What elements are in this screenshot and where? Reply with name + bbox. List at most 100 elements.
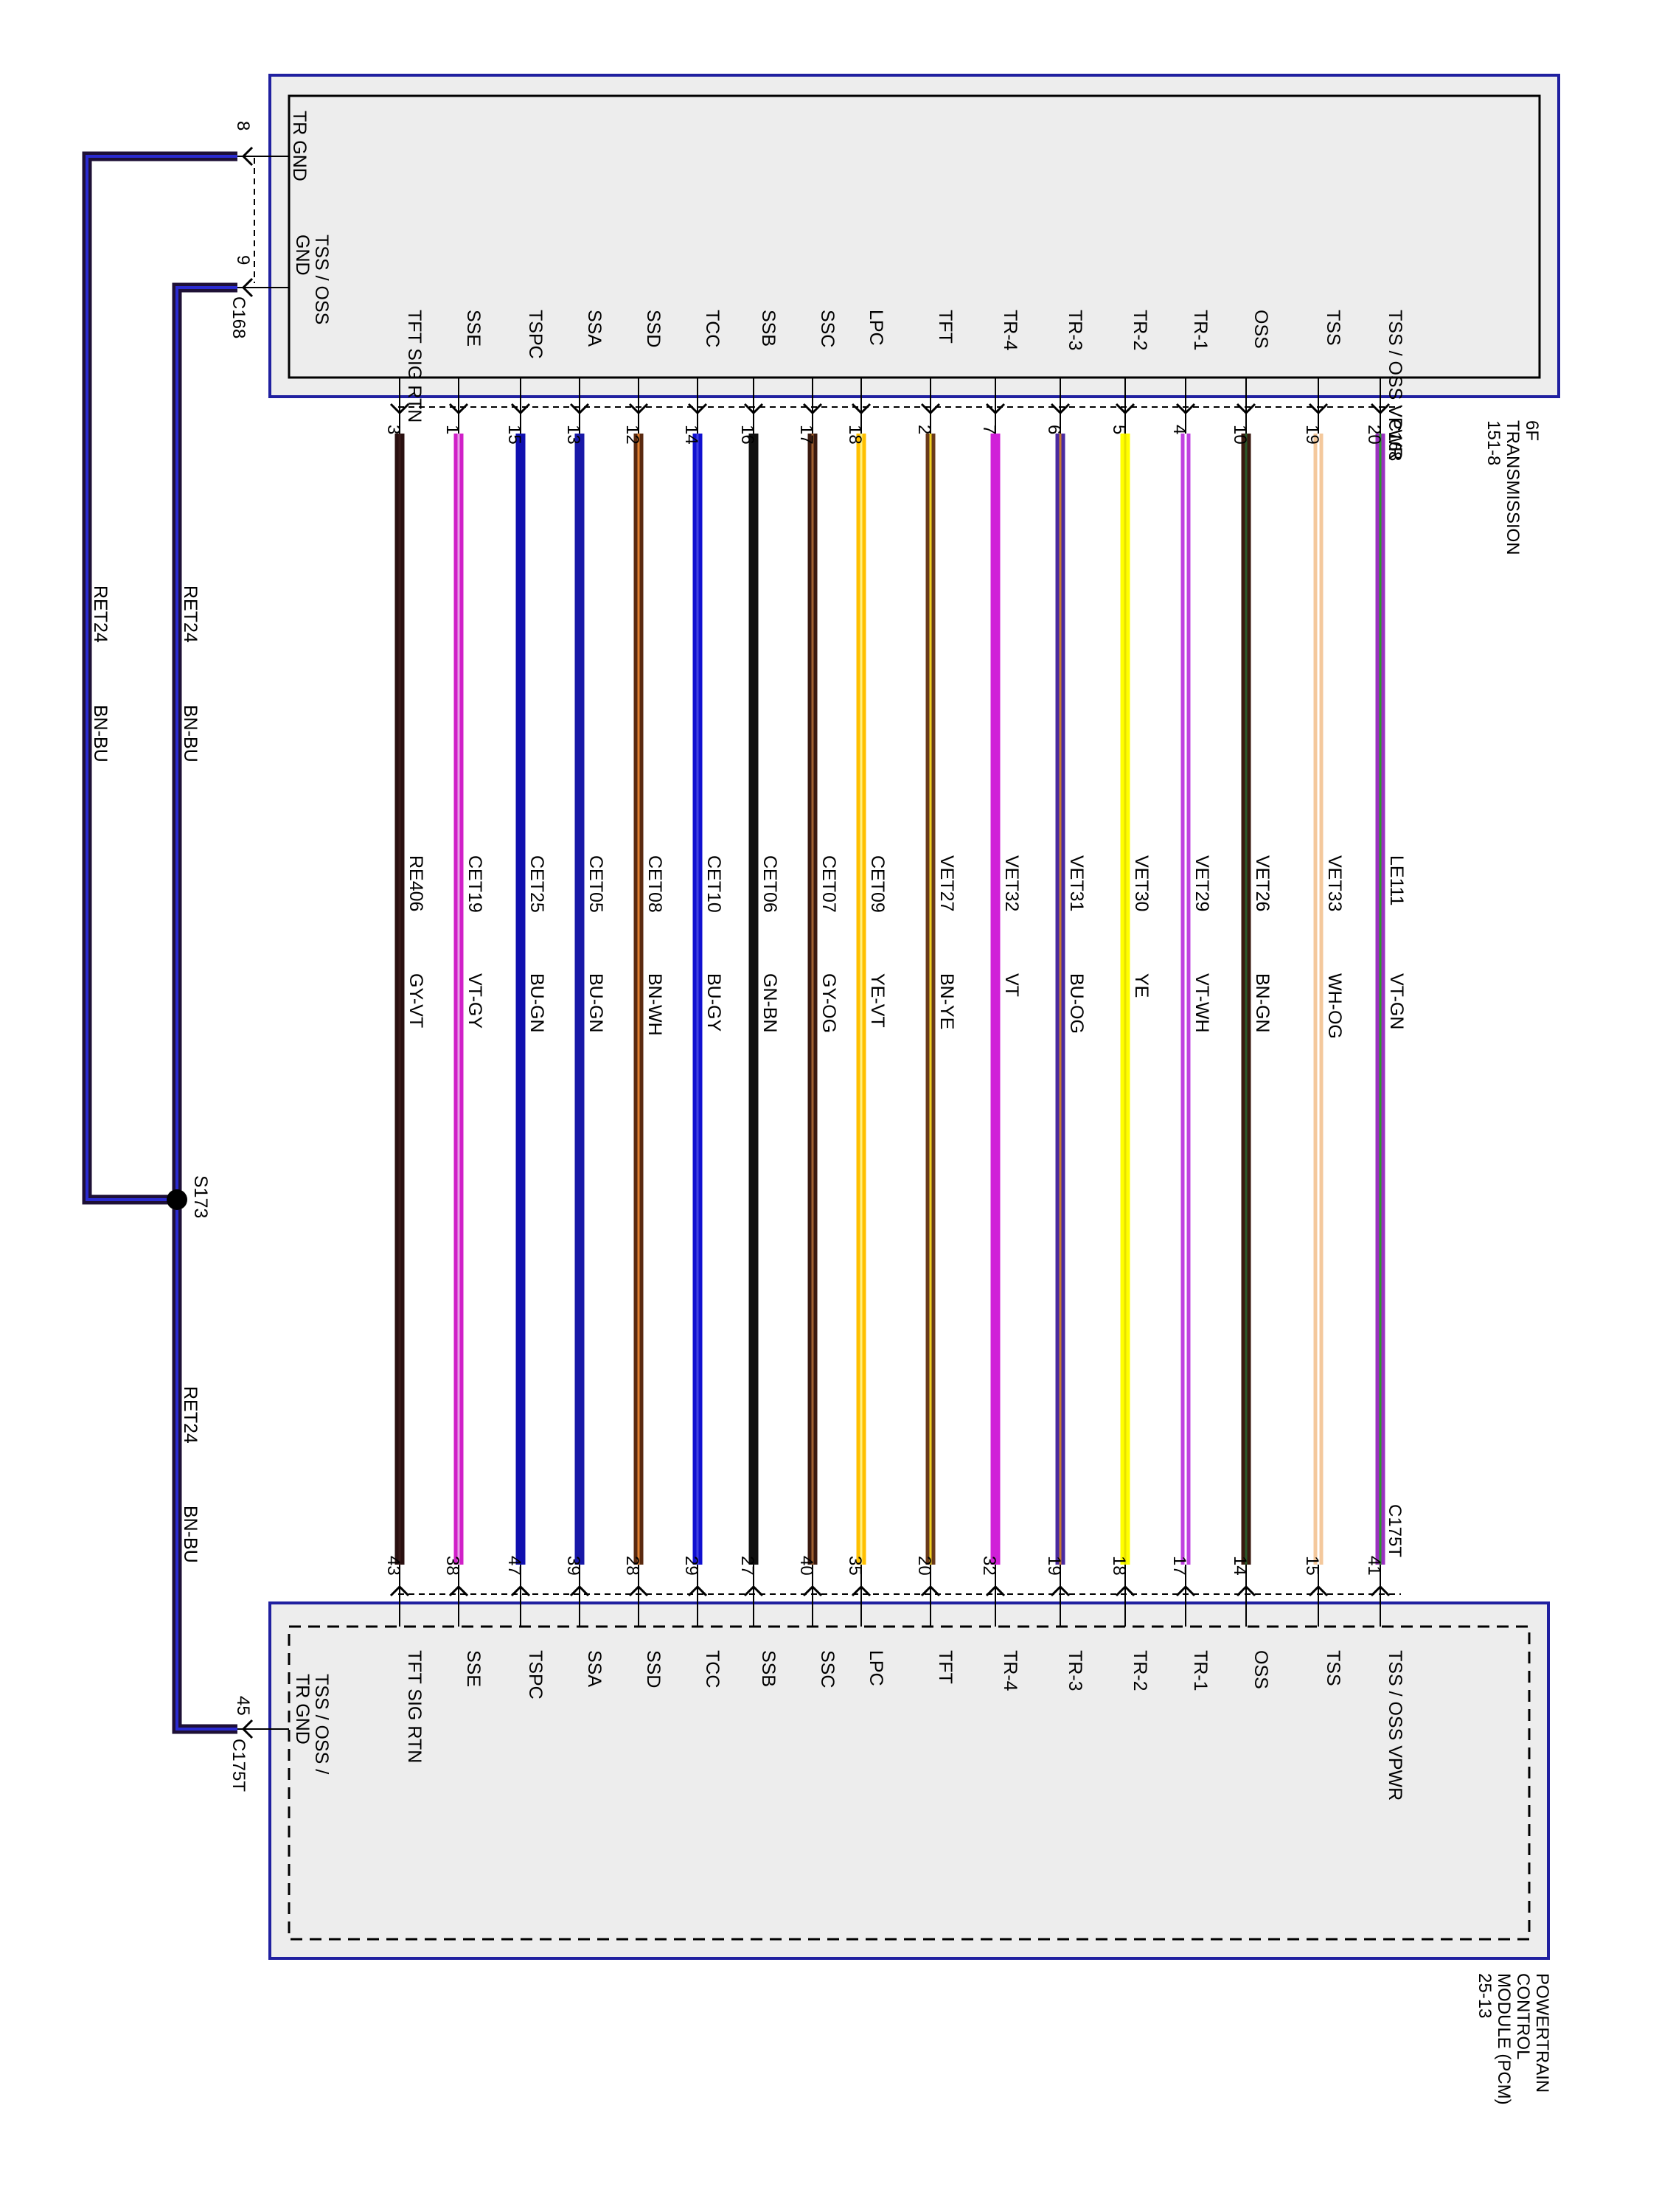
trans-terminal-chevron xyxy=(1236,403,1256,415)
trans-pin-number: 3 xyxy=(383,425,403,434)
splice-s173-label: S173 xyxy=(190,1175,211,1218)
trans-pin-number: 13 xyxy=(563,425,583,445)
trans-terminal-chevron xyxy=(743,403,764,415)
trans-pin-number: 6 xyxy=(1044,425,1064,434)
pcm-terminal-chevron xyxy=(851,1585,872,1597)
trans-terminal-chevron xyxy=(389,403,410,415)
pcm-terminal-chevron xyxy=(569,1585,590,1597)
trans-pin-number: 14 xyxy=(681,425,701,445)
pcm-signal-label: OSS xyxy=(1251,1650,1271,1689)
pcm-name-line3: MODULE (PCM) xyxy=(1494,1973,1514,2105)
trans-signal-label: SSE xyxy=(463,310,484,347)
pcm-signal-label: TR-4 xyxy=(1000,1650,1020,1691)
wire-color-code: GY-OG xyxy=(818,973,839,1033)
pcm-signal-label: TR-1 xyxy=(1190,1650,1211,1691)
pcm-pin-number: 47 xyxy=(504,1556,524,1576)
pcm-pin-number: 32 xyxy=(979,1556,999,1576)
ground-color-upper-right: BN-BU xyxy=(180,705,201,762)
pcm-signal-label: SSD xyxy=(643,1650,664,1688)
pcm-pin-number: 38 xyxy=(442,1556,462,1576)
trans-pin-number: 17 xyxy=(796,425,816,445)
pcm-pin-number: 41 xyxy=(1364,1556,1384,1576)
trans-terminal-chevron xyxy=(510,403,531,415)
transmission-name-line1: 6F xyxy=(1522,420,1542,441)
trans-signal-label: SSB xyxy=(758,310,779,347)
wire-circuit-label: CET07 xyxy=(818,855,839,913)
wire-color-code: VT-GY xyxy=(465,973,485,1029)
wire-circuit-label: VET29 xyxy=(1192,855,1212,911)
c175t-connector-label: C175T xyxy=(1385,1504,1405,1557)
pcm-terminal-chevron xyxy=(628,1585,649,1597)
trans-terminal-chevron xyxy=(920,403,941,415)
wire-color-code: WH-OG xyxy=(1324,973,1345,1039)
pcm-terminal-chevron xyxy=(1050,1585,1071,1597)
trans-pin-number: 7 xyxy=(979,425,999,434)
pcm-pin-number: 35 xyxy=(845,1556,865,1576)
pcm-signal-label: TFT xyxy=(935,1650,956,1684)
pcm-terminal-chevron xyxy=(802,1585,823,1597)
pcm-terminal-chevron xyxy=(1308,1585,1329,1597)
trans-terminal-chevron xyxy=(851,403,872,415)
wire-color-code: BU-GN xyxy=(526,973,547,1033)
pcm-signal-label: TSPC xyxy=(525,1650,546,1700)
pcm-signal-label: TR-3 xyxy=(1065,1650,1085,1691)
trans-signal-label: TCC xyxy=(702,310,723,347)
wire-circuit-label: CET19 xyxy=(465,855,485,913)
pcm-signal-label: TCC xyxy=(702,1650,723,1688)
trans-pin-number: 10 xyxy=(1230,425,1250,445)
trans-pin-number: 4 xyxy=(1169,425,1189,434)
trans-signal-label: TFT xyxy=(935,310,956,344)
trans-terminal-chevron xyxy=(687,403,708,415)
trans-terminal-chevron xyxy=(628,403,649,415)
pcm-pin-number: 17 xyxy=(1169,1556,1189,1576)
wire-color-code: BN-GN xyxy=(1252,973,1273,1033)
wire-circuit-label: CET09 xyxy=(867,855,888,913)
c168-connector-label: C168 xyxy=(1385,419,1405,461)
wire-color-code: BU-GN xyxy=(585,973,606,1033)
pcm-inner-dashed-box xyxy=(288,1625,1531,1941)
pcm-module-box xyxy=(268,1601,1550,1960)
pcm-signal-label: TSS / OSS VPWR xyxy=(1385,1650,1405,1801)
trans-signal-label: OSS xyxy=(1251,310,1271,349)
ground-terminal-pcm xyxy=(237,1719,289,1739)
pcm-name-line2: CONTROL xyxy=(1513,1973,1533,2059)
pcm-terminal-chevron xyxy=(1115,1585,1135,1597)
wire-color-code: BU-GY xyxy=(703,973,724,1032)
pcm-ground-pin: 45 xyxy=(233,1696,253,1716)
trans-signal-label: TR-4 xyxy=(1000,310,1020,351)
pcm-terminal-chevron xyxy=(920,1585,941,1597)
pcm-pin-number: 14 xyxy=(1230,1556,1250,1576)
wire-color-code: GN-BN xyxy=(759,973,780,1033)
trans-signal-label: TR-1 xyxy=(1190,310,1211,351)
pcm-pin-number: 27 xyxy=(737,1556,757,1576)
trans-pin-number: 5 xyxy=(1109,425,1129,434)
pcm-signal-label: SSA xyxy=(584,1650,605,1687)
pcm-signal-label: SSB xyxy=(758,1650,779,1687)
trans-pin-number: 12 xyxy=(622,425,642,445)
trans-pin-number: 15 xyxy=(504,425,524,445)
tr-gnd-label: TR GND xyxy=(289,111,310,181)
trans-pin-number: 18 xyxy=(845,425,865,445)
transmission-name-line2: TRANSMISSION xyxy=(1503,420,1523,555)
ground-wire-tss-oss-stripe xyxy=(175,286,237,1731)
pcm-signal-label: SSE xyxy=(463,1650,484,1687)
pcm-name-line1: POWERTRAIN xyxy=(1532,1973,1552,2093)
wire-color-code: GY-VT xyxy=(406,973,426,1028)
pcm-signal-label: TSS xyxy=(1323,1650,1343,1686)
pcm-signal-label: LPC xyxy=(866,1650,886,1686)
ground-wires xyxy=(82,151,237,1734)
c168-ground-connector-label: C168 xyxy=(229,296,248,338)
wire-color-code: BU-OG xyxy=(1066,973,1087,1034)
trans-signal-label: TR-3 xyxy=(1065,310,1085,351)
pcm-terminal-chevron xyxy=(743,1585,764,1597)
pcm-signal-label: TR-2 xyxy=(1130,1650,1150,1691)
ground-terminal-tss-oss xyxy=(237,277,289,298)
pcm-signal-label: SSC xyxy=(817,1650,838,1688)
tss-oss-gnd-pin: 9 xyxy=(233,255,253,265)
wire-circuit-label: CET08 xyxy=(644,855,665,913)
ground-circuit-lower: RET24 xyxy=(180,1386,201,1444)
trans-signal-label: TFT SIG RTN xyxy=(404,310,425,422)
pcm-terminal-chevron xyxy=(510,1585,531,1597)
pcm-ground-label-line1: TSS / OSS / xyxy=(311,1674,332,1774)
